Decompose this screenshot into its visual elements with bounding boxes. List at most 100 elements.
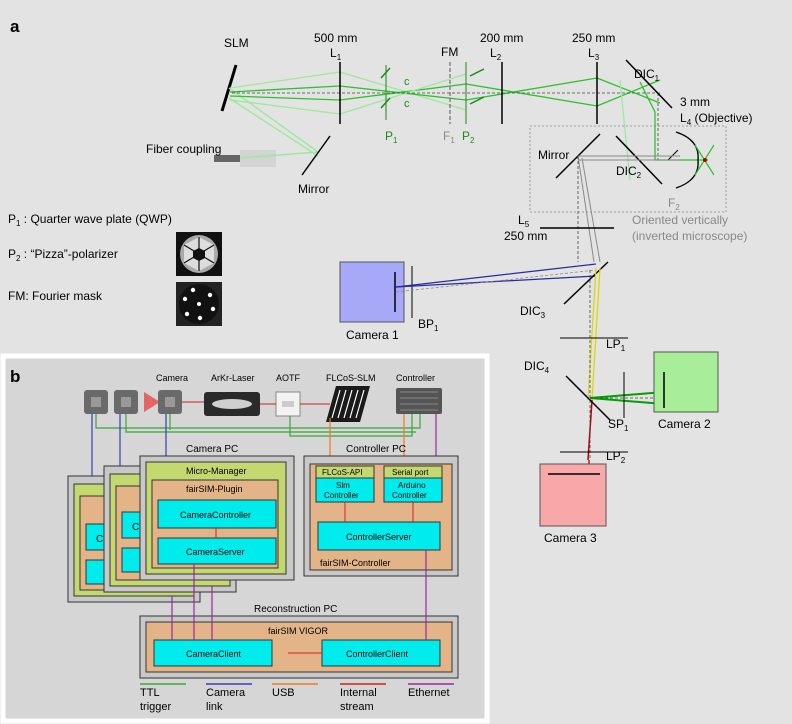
l2-label: L2	[490, 46, 502, 62]
controller-client-box[interactable]	[321, 639, 441, 667]
camera-2-label: Camera 2	[658, 417, 711, 431]
fourier-mask-icon	[176, 282, 222, 326]
controller-pc: Controller PC fairSIM-Controller FLCoS-A…	[303, 444, 459, 577]
dic3-mirror	[563, 261, 609, 305]
input-beam	[228, 87, 319, 159]
panel-b-letter: b	[10, 367, 20, 386]
fiber-collimator	[240, 150, 276, 167]
panel-a-letter: a	[10, 17, 20, 36]
fiber-coupling-label: Fiber coupling	[146, 142, 221, 156]
dic2-label: DIC2	[616, 164, 642, 180]
panel-b: b Camera ArKr-Laser AOTF FLCoS-SLM	[0, 353, 490, 724]
ethernet-links	[171, 550, 427, 640]
camera-pc-title: Camera PC	[186, 444, 238, 455]
bp1-label: BP1	[418, 317, 439, 333]
camera-server-box[interactable]	[157, 537, 277, 565]
aotf-crystal	[282, 401, 294, 407]
illumination-beams	[229, 71, 708, 181]
camera-hw-3-lens	[165, 397, 175, 407]
legend-label-3: Internal	[340, 687, 377, 699]
panel-a: a SLM Fiber coupling Mirror	[8, 17, 753, 545]
camera-1-beam	[395, 263, 597, 293]
fairsim-plugin-label: fairSIM-Plugin	[186, 484, 243, 494]
f2-label: F2	[668, 196, 680, 212]
camera-controller-label: CameraController	[180, 510, 251, 520]
l2-focal: 200 mm	[480, 31, 523, 45]
sample-point	[703, 158, 707, 162]
legend-p1: P1 : Quarter wave plate (QWP)	[8, 212, 172, 228]
lp1-label: LP1	[606, 337, 626, 353]
dic1-label: DIC1	[634, 67, 660, 83]
camera-controller-box[interactable]	[157, 499, 277, 529]
l5-label: L5	[518, 213, 530, 229]
oriented-line2: (inverted microscope)	[632, 229, 747, 243]
l3-label: L3	[588, 46, 600, 62]
camera-3-label: Camera 3	[544, 531, 597, 545]
detection-mirror-label: Mirror	[538, 148, 569, 162]
fiber-mirror-label: Mirror	[298, 182, 329, 196]
flcos-api-box	[315, 465, 375, 479]
serial-port-box	[383, 465, 443, 479]
l4-label: L4 (Objective)	[680, 111, 753, 127]
dic2-tick	[667, 149, 679, 161]
hw-laser-label: ArKr-Laser	[211, 373, 255, 383]
legend-label-2: USB	[272, 687, 295, 699]
p1-circ-top: c	[404, 76, 410, 88]
stacked-c-2: C	[132, 522, 139, 533]
dic3-label: DIC3	[520, 304, 546, 320]
laser-cone-icon	[144, 392, 160, 412]
serial-port-label: Serial port	[392, 468, 429, 477]
arduino-line1: Arduino	[398, 481, 426, 490]
camera-client-label: CameraClient	[186, 649, 242, 659]
dic4-label: DIC4	[524, 359, 550, 375]
f1-label: F1	[443, 129, 455, 145]
fairsim-controller-label: fairSIM-Controller	[320, 558, 391, 568]
camera-client-box[interactable]	[153, 639, 273, 667]
camera-2-beam	[589, 391, 665, 405]
reconstruction-pc: Reconstruction PC fairSIM VIGOR CameraCl…	[139, 604, 459, 679]
p1-label: P1	[385, 129, 398, 145]
camera-1-box	[339, 261, 405, 323]
hw-aotf-label: AOTF	[276, 373, 301, 383]
legend-label-4: Ethernet	[408, 687, 450, 699]
laser-beam-glow	[212, 399, 252, 409]
legend-fm: FM: Fourier mask	[8, 289, 103, 303]
hw-camera-label: Camera	[156, 373, 188, 383]
arduino-line2: Controller	[392, 491, 427, 500]
camera-server-label: CameraServer	[186, 547, 245, 557]
l3-focal: 250 mm	[572, 31, 615, 45]
camera-hw-2-lens	[121, 397, 131, 407]
hw-controller-label: Controller	[396, 373, 435, 383]
fiber-mirror	[301, 135, 331, 176]
controller-pc-title: Controller PC	[346, 444, 406, 455]
legend-p2: P2 : “Pizza”-polarizer	[8, 247, 118, 263]
controller-client-label: ControllerClient	[346, 649, 409, 659]
p1-arrows	[380, 67, 391, 109]
reconstruction-pc-title: Reconstruction PC	[254, 604, 337, 615]
detection-beams	[577, 155, 680, 263]
camera-pc: Camera PC Micro-Manager fairSIM-Plugin C…	[139, 444, 295, 581]
legend-sublabel-0: trigger	[140, 701, 172, 713]
objective-lens	[675, 131, 699, 189]
p1-circ-bottom: c	[404, 98, 410, 110]
slm-label: SLM	[224, 36, 249, 50]
legend-sublabel-3: stream	[340, 701, 374, 713]
controller-hw	[396, 388, 442, 414]
oriented-line1: Oriented vertically	[632, 213, 728, 227]
legend-label-1: Camera	[206, 687, 246, 699]
p2-arrows	[469, 68, 485, 105]
slm-controller-line1: Slm	[336, 481, 350, 490]
lp2-label: LP2	[606, 449, 626, 465]
fm-top-label: FM	[441, 45, 458, 59]
slm-hw-stripes	[331, 389, 365, 419]
fairsim-vigor-label: fairSIM VIGOR	[268, 626, 329, 636]
l1-label: L1	[330, 46, 342, 62]
vertical-section-box	[529, 125, 727, 213]
hardware-row: Camera ArKr-Laser AOTF FLCoS-SLM Control…	[84, 373, 442, 422]
camera-hw-1-lens	[91, 397, 101, 407]
dic1-mirror	[625, 59, 673, 109]
controller-server-box[interactable]	[317, 521, 441, 551]
controller-hw-pins	[400, 391, 438, 411]
legend-label-0: TTL	[140, 687, 160, 699]
